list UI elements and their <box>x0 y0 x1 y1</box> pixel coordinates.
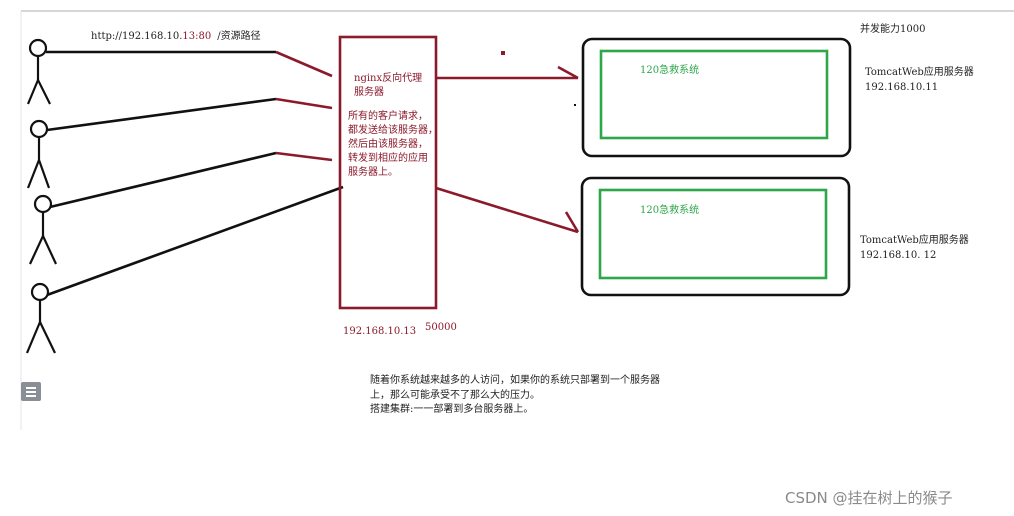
nginx-ip: 192.168.10.13 <box>343 326 417 337</box>
server-system-label-2: 120急救系统 <box>640 205 700 216</box>
server-info-1: TomcatWeb应用服务器 192.168.10.11 <box>865 67 974 93</box>
stray-mark <box>501 51 505 55</box>
request-url-label: http://192.168.10.13:80/资源路径 <box>91 30 261 44</box>
server-inner-box-2 <box>598 188 828 280</box>
nginx-proxy-box <box>338 35 438 310</box>
server-inner-box-1 <box>599 49 829 140</box>
server-outer-box-2 <box>580 176 851 297</box>
user-figure <box>26 119 51 189</box>
request-url-host: http://192.168.10. <box>91 31 183 42</box>
request-lines <box>46 50 344 297</box>
stray-mark <box>574 104 576 106</box>
server-outer-box-1 <box>581 37 852 158</box>
server-info-2: TomcatWeb应用服务器 192.168.10. 12 <box>860 235 969 261</box>
user-figure <box>29 194 57 265</box>
request-url-port: 13:80 <box>182 31 212 42</box>
proxy-connectors <box>275 50 333 162</box>
user-figure <box>26 38 51 105</box>
user-figure <box>25 282 56 354</box>
cluster-note: 随着你系统越来越多的人访问，如果你的系统只部署到一个服务器 上，那么可能承受不了… <box>370 375 660 415</box>
watermark: CSDN @挂在树上的猴子 <box>785 489 953 507</box>
concurrency-label: 并发能力1000 <box>860 24 926 35</box>
request-url-path: /资源路径 <box>217 31 261 42</box>
forward-arrow-2 <box>435 186 580 234</box>
server-system-label-1: 120急救系统 <box>640 65 700 76</box>
nginx-title: nginx反向代理 服务器 <box>354 73 423 98</box>
nginx-description: 所有的客户请求， 都发送给该服务器， 然后由该服务器， 转发到相应的应用 服务器… <box>348 111 438 178</box>
forward-arrow-1 <box>436 65 579 80</box>
menu-icon[interactable] <box>21 382 41 401</box>
nginx-concurrency: 50000 <box>425 322 457 333</box>
